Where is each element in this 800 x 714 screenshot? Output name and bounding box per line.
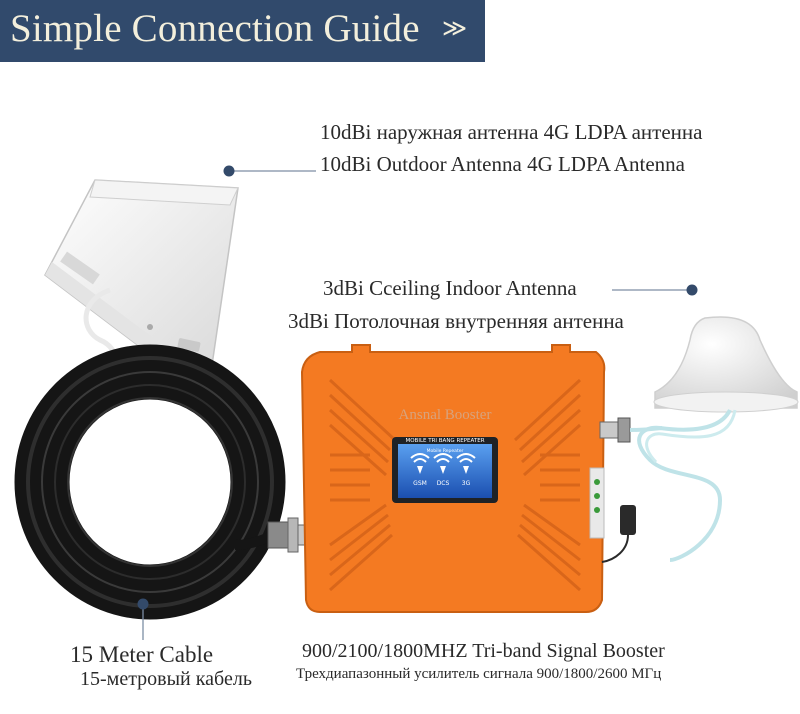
dot-icon bbox=[223, 165, 235, 177]
screen-title: MOBILE TRI BANG REPEATER bbox=[405, 438, 484, 444]
callout-lines bbox=[137, 165, 698, 640]
indoor-antenna-image bbox=[629, 316, 799, 562]
booster-brand: Ansnal Booster bbox=[399, 407, 492, 423]
indoor-antenna-label-en: 3dBi Cceiling Indoor Antenna bbox=[323, 276, 577, 300]
dot-icon bbox=[686, 284, 698, 296]
screen-subtitle: Mobile Repeater bbox=[427, 448, 464, 454]
outdoor-antenna-image bbox=[44, 179, 239, 402]
signal-fan-icon bbox=[410, 453, 476, 463]
outdoor-antenna-label-en: 10dBi Outdoor Antenna 4G LDPA Antenna bbox=[320, 152, 685, 176]
cable-label-en: 15 Meter Cable bbox=[70, 642, 214, 667]
cable-label-ru: 15-метровый кабель bbox=[80, 668, 252, 690]
band-3g: 3G bbox=[462, 480, 471, 487]
guide-banner: Simple Connection Guide ≫ bbox=[0, 0, 485, 62]
booster-label-en: 900/2100/1800MHZ Tri-band Signal Booster bbox=[302, 640, 665, 662]
band-dcs: DCS bbox=[437, 480, 450, 487]
banner-title: Simple Connection Guide bbox=[10, 7, 420, 50]
outdoor-antenna-label-ru: 10dBi наружная антенна 4G LDPA антенна bbox=[320, 120, 703, 144]
double-chevron-icon: ≫ bbox=[442, 14, 468, 42]
coiled-cable-image bbox=[14, 344, 311, 620]
signal-booster-image bbox=[300, 344, 636, 613]
booster-label-ru: Трехдиапазонный усилитель сигнала 900/18… bbox=[296, 666, 662, 682]
dot-icon bbox=[137, 598, 149, 610]
indoor-antenna-label-ru: 3dBi Потолочная внутренняя антенна bbox=[288, 309, 624, 333]
band-gsm: GSM bbox=[413, 480, 427, 487]
